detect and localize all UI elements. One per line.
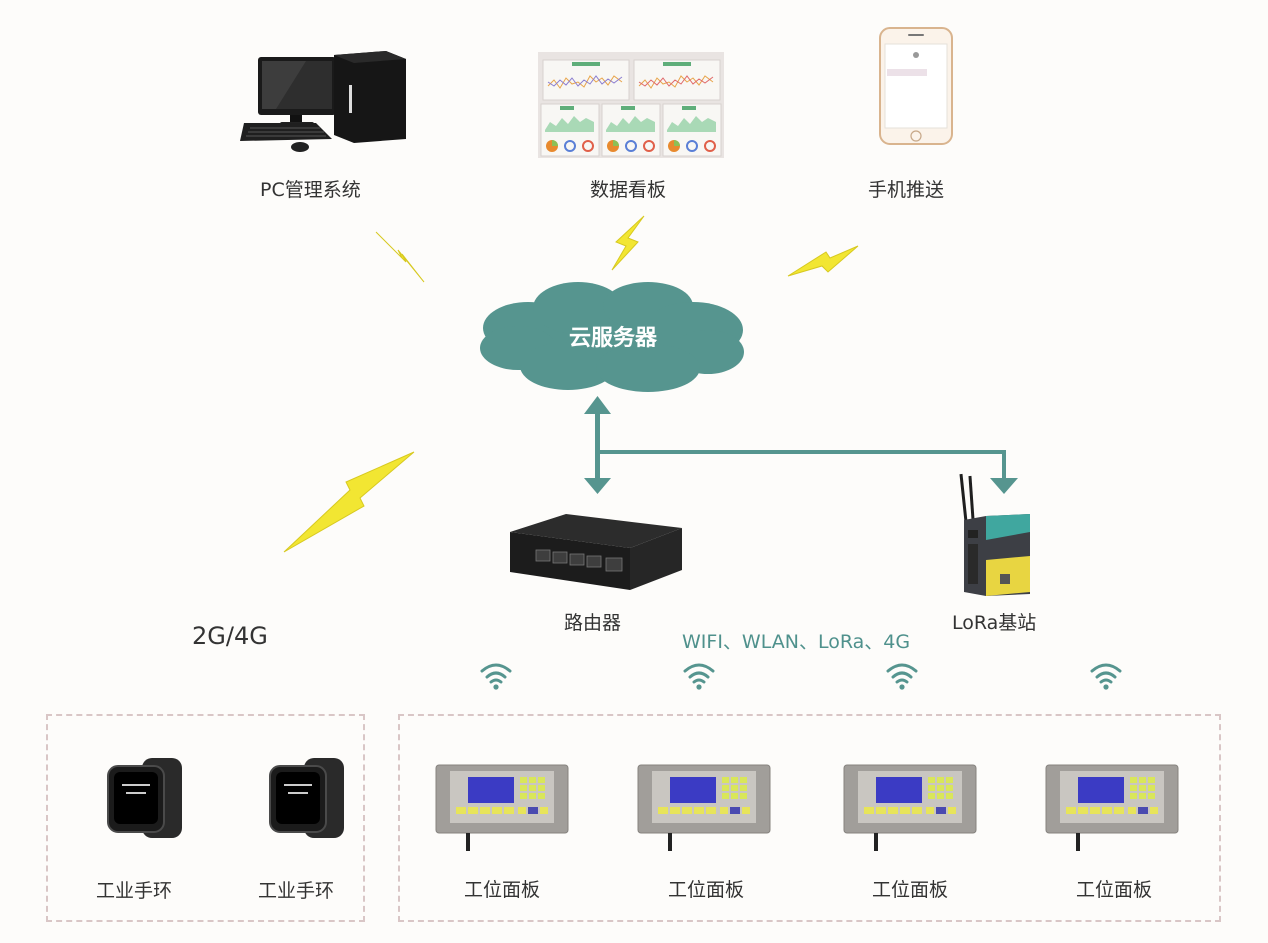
gateway-lora-label: LoRa基站 bbox=[952, 612, 1037, 634]
node-dashboard-label: 数据看板 bbox=[590, 179, 667, 201]
smartphone-icon bbox=[879, 27, 953, 145]
panel-item: 工位面板 bbox=[1045, 763, 1186, 908]
lightning-icon bbox=[787, 245, 859, 277]
wristband-group bbox=[46, 714, 365, 922]
panel-item-label: 工位面板 bbox=[464, 879, 541, 901]
wristband-item: 工业手环 bbox=[96, 756, 206, 906]
cloud-label: 云服务器 bbox=[568, 326, 657, 351]
wifi-icon bbox=[683, 663, 715, 690]
wifi-icon bbox=[886, 663, 918, 690]
panel-item: 工位面板 bbox=[435, 763, 576, 908]
cloud-server: 云服务器 bbox=[478, 280, 748, 395]
control-panel-icon bbox=[1045, 764, 1179, 851]
cloud-icon bbox=[480, 282, 744, 392]
lightning-icon bbox=[611, 215, 645, 271]
gateway-lora: LoRa基站 bbox=[950, 473, 1060, 634]
panel-item-label: 工位面板 bbox=[1076, 879, 1153, 901]
lora-gateway-icon bbox=[959, 473, 1030, 596]
smartwatch-icon bbox=[269, 758, 344, 838]
protocols-label: WIFI、WLAN、LoRa、4G bbox=[682, 631, 911, 653]
gateway-router: 路由器 bbox=[506, 512, 686, 637]
panel-item: 工位面板 bbox=[843, 763, 984, 908]
wristband-item-label: 工业手环 bbox=[96, 880, 173, 902]
arrow-down-icon bbox=[584, 478, 611, 494]
node-pc-label: PC管理系统 bbox=[260, 179, 361, 201]
node-mobile: 手机推送 bbox=[866, 26, 966, 206]
panel-group bbox=[398, 714, 1221, 922]
arrow-up-icon bbox=[584, 396, 611, 414]
wristband-item-label: 工业手环 bbox=[258, 880, 335, 902]
wifi-icon bbox=[480, 663, 512, 690]
control-panel-icon bbox=[637, 764, 771, 851]
control-panel-icon bbox=[843, 764, 977, 851]
dashboard-screen-icon bbox=[538, 52, 724, 158]
wifi-icon bbox=[1090, 663, 1122, 690]
panel-item: 工位面板 bbox=[637, 763, 778, 908]
control-panel-icon bbox=[435, 764, 569, 851]
node-mobile-label: 手机推送 bbox=[868, 179, 945, 201]
network-label: 2G/4G bbox=[192, 622, 268, 650]
lightning-icon bbox=[375, 231, 425, 283]
panel-item-label: 工位面板 bbox=[872, 879, 949, 901]
panel-item-label: 工位面板 bbox=[668, 879, 745, 901]
wristband-item: 工业手环 bbox=[258, 756, 368, 906]
gateway-router-label: 路由器 bbox=[564, 612, 622, 634]
node-dashboard: 数据看板 bbox=[538, 52, 728, 202]
smartwatch-icon bbox=[107, 758, 182, 838]
node-pc: PC管理系统 bbox=[236, 45, 416, 205]
router-icon bbox=[510, 514, 682, 590]
lightning-icon bbox=[283, 451, 415, 553]
desktop-computer-icon bbox=[240, 51, 406, 152]
